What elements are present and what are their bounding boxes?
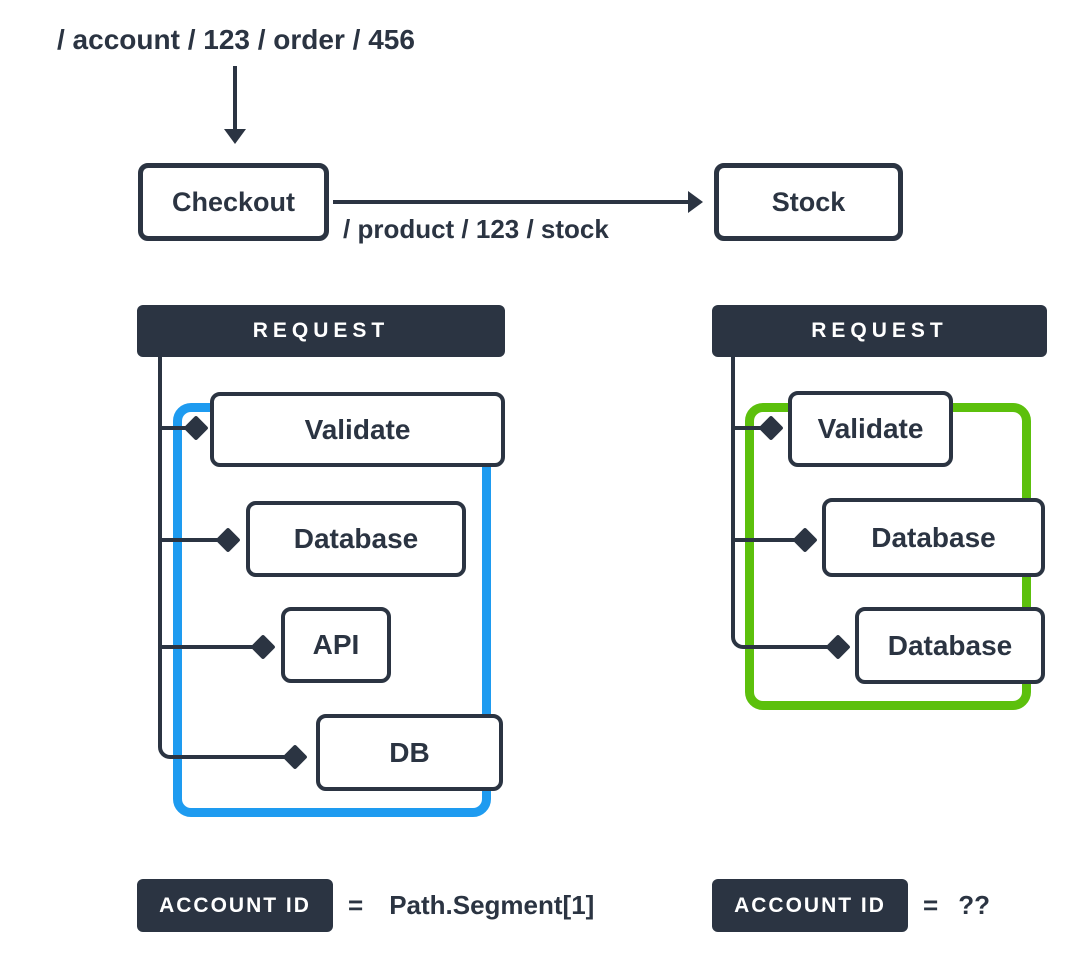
- request-header-label: REQUEST: [252, 319, 390, 342]
- arrow-down-icon: [224, 129, 246, 144]
- left-trace-line: [158, 357, 288, 759]
- account-id-value: Path.Segment[1]: [389, 890, 595, 920]
- connector-line: [160, 645, 257, 649]
- span-label: DB: [389, 736, 430, 768]
- span-label: Validate: [304, 413, 411, 445]
- right-trace-line: [731, 357, 829, 649]
- span-box-validate: Validate: [210, 392, 505, 467]
- equals-sign: =: [348, 890, 364, 920]
- connector-line: [160, 426, 192, 430]
- account-id-assignment: = ??: [923, 879, 990, 932]
- connector-line: [733, 538, 801, 542]
- checkout-node: Checkout: [138, 163, 329, 241]
- stock-node: Stock: [714, 163, 903, 241]
- arrow-down-line: [233, 66, 237, 130]
- request-arrow-line: [333, 200, 690, 204]
- account-id-badge: ACCOUNT ID: [712, 879, 908, 932]
- incoming-path-label: / account / 123 / order / 456: [57, 24, 415, 55]
- span-box-database: Database: [246, 501, 466, 577]
- left-request-header: REQUEST: [137, 305, 505, 357]
- arrow-right-icon: [688, 191, 703, 213]
- connector-line: [160, 538, 222, 542]
- request-header-label: REQUEST: [811, 319, 948, 342]
- equals-sign: =: [923, 890, 939, 920]
- span-box-api: API: [281, 607, 391, 683]
- right-request-header: REQUEST: [712, 305, 1047, 357]
- account-id-value: ??: [958, 890, 990, 920]
- account-id-badge-label: ACCOUNT ID: [734, 893, 886, 917]
- span-label: Database: [871, 521, 996, 553]
- span-box-validate: Validate: [788, 391, 953, 467]
- span-box-database: Database: [822, 498, 1045, 577]
- span-box-database: Database: [855, 607, 1045, 684]
- span-label: API: [312, 629, 360, 660]
- span-label: Database: [293, 523, 419, 554]
- span-label: Validate: [817, 413, 924, 444]
- account-id-assignment: = Path.Segment[1]: [348, 879, 594, 932]
- account-id-badge: ACCOUNT ID: [137, 879, 333, 932]
- outgoing-path-label: / product / 123 / stock: [343, 214, 609, 244]
- checkout-label: Checkout: [171, 186, 296, 217]
- stock-label: Stock: [771, 186, 846, 217]
- span-label: Database: [887, 629, 1013, 661]
- span-box-db: DB: [316, 714, 503, 791]
- account-id-badge-label: ACCOUNT ID: [159, 893, 311, 917]
- connector-line: [733, 426, 767, 430]
